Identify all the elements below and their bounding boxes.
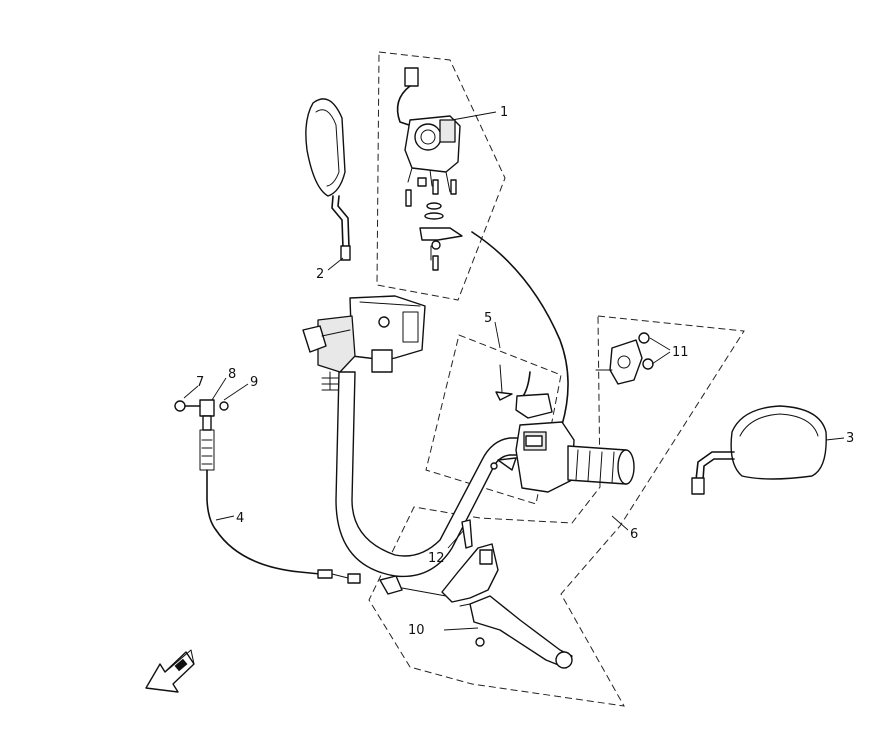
- outline-switch-assembly-5: [425, 334, 562, 505]
- callout-4: 4: [236, 511, 244, 526]
- right-mirror: [691, 405, 827, 495]
- handlebar-tube: [335, 371, 546, 578]
- left-switch-assembly: [490, 364, 575, 493]
- brake-lever-assembly: [441, 519, 573, 669]
- front-direction-arrow-icon: [145, 649, 195, 693]
- callout-8: 8: [228, 367, 236, 382]
- callout-labels: 1 2 3 4 5 6 7 8 9 10 11 12: [196, 105, 854, 638]
- callout-2: 2: [316, 267, 324, 282]
- callout-12: 12: [428, 551, 445, 566]
- callout-9: 9: [250, 375, 258, 390]
- switch-wire: [471, 231, 569, 426]
- throttle-grip: [567, 445, 635, 485]
- callout-7: 7: [196, 375, 204, 390]
- callout-6: 6: [630, 527, 638, 542]
- cable-assembly: [174, 399, 447, 597]
- left-mirror: [305, 98, 351, 261]
- left-master-cylinder: [302, 295, 426, 391]
- callout-3: 3: [846, 431, 854, 446]
- leader-lines: [183, 111, 845, 631]
- outline-switch-assembly-1: [376, 51, 506, 301]
- lever-clamp: [595, 332, 654, 385]
- callout-5: 5: [484, 311, 492, 326]
- callout-1: 1: [500, 105, 508, 120]
- outline-lever-assembly-6: [368, 315, 745, 707]
- right-switch-assembly: [396, 67, 463, 271]
- callout-11: 11: [672, 345, 689, 360]
- callout-10: 10: [408, 623, 425, 638]
